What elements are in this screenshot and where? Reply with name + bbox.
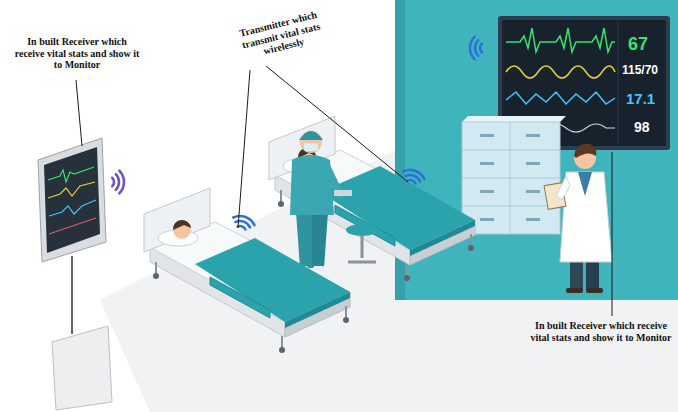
heart-rate-value: 67 <box>628 34 648 55</box>
stool <box>348 261 376 264</box>
stand-monitor <box>49 200 96 216</box>
wireless-signal <box>475 40 478 56</box>
doctor <box>586 288 603 293</box>
doctor <box>570 258 583 290</box>
drawer-cabinet <box>462 178 560 179</box>
callout-note: Transmitter which transmit vital stats w… <box>222 5 339 66</box>
nurse <box>296 212 312 268</box>
wireless-signal <box>233 216 254 225</box>
room <box>395 0 678 300</box>
drawer-cabinet <box>526 218 540 221</box>
nurse <box>313 266 325 271</box>
stand-monitor <box>48 167 94 182</box>
stand-monitor <box>48 182 95 198</box>
stand-monitor <box>71 256 73 334</box>
blood-pressure-value: 115/70 <box>622 64 658 78</box>
wall-monitor <box>506 66 615 78</box>
wireless-signal <box>119 171 124 194</box>
leader-lines <box>238 70 250 228</box>
callout-note: In built Receiver which receive vital st… <box>530 320 672 343</box>
callout-note: In built Receiver which receive vital st… <box>14 36 140 71</box>
drawer-cabinet <box>526 190 540 193</box>
drawer-cabinet <box>526 162 540 165</box>
wireless-signal <box>237 226 245 229</box>
wireless-signal <box>407 180 415 183</box>
wireless-signal <box>112 178 114 186</box>
stand-monitor <box>52 326 112 410</box>
wireless-signal <box>403 170 424 179</box>
drawer-cabinet <box>480 134 494 137</box>
stand-monitor <box>49 218 96 234</box>
wireless-signal <box>116 174 119 190</box>
leader-lines <box>76 80 82 146</box>
wireless-signal <box>112 37 482 230</box>
drawer-cabinet <box>510 122 511 234</box>
nurse <box>334 190 352 196</box>
doctor <box>574 144 596 158</box>
doctor <box>586 258 599 290</box>
drawer-cabinet <box>462 122 560 234</box>
nurse <box>299 131 323 140</box>
stand-monitor <box>38 138 112 410</box>
wall-monitor <box>618 22 619 144</box>
oxygen-value: 98 <box>634 119 650 135</box>
leader-lines <box>266 66 408 182</box>
drawer-cabinet <box>462 150 560 151</box>
nurse <box>300 131 322 153</box>
leader-lines <box>612 152 613 316</box>
temperature-value: 17.1 <box>626 90 655 107</box>
nurse <box>290 155 334 215</box>
wireless-signal <box>480 44 482 52</box>
nurse <box>290 131 352 271</box>
drawer-cabinet <box>462 116 566 122</box>
doctor <box>544 144 612 293</box>
stand-monitor <box>38 138 106 262</box>
nurse <box>312 212 328 268</box>
doctor <box>556 176 570 200</box>
drawer-cabinet <box>480 162 494 165</box>
wireless-signal <box>405 175 420 181</box>
wall-monitor <box>506 28 615 52</box>
drawer-cabinet <box>462 116 566 234</box>
doctor <box>578 172 592 196</box>
drawer-cabinet <box>480 190 494 193</box>
stool <box>372 206 380 228</box>
nurse <box>304 143 318 151</box>
front-bed <box>144 188 350 353</box>
wall-monitor <box>506 92 615 104</box>
stand-monitor <box>44 147 100 253</box>
room <box>100 0 678 412</box>
doctor <box>566 288 583 293</box>
drawer-cabinet <box>526 134 540 137</box>
drawer-cabinet <box>462 206 560 207</box>
wireless-signal <box>235 221 250 227</box>
wireless-signal <box>470 37 475 60</box>
leader-lines <box>76 66 612 316</box>
drawer-cabinet <box>480 218 494 221</box>
stool <box>346 206 380 262</box>
back-bed <box>269 116 475 281</box>
